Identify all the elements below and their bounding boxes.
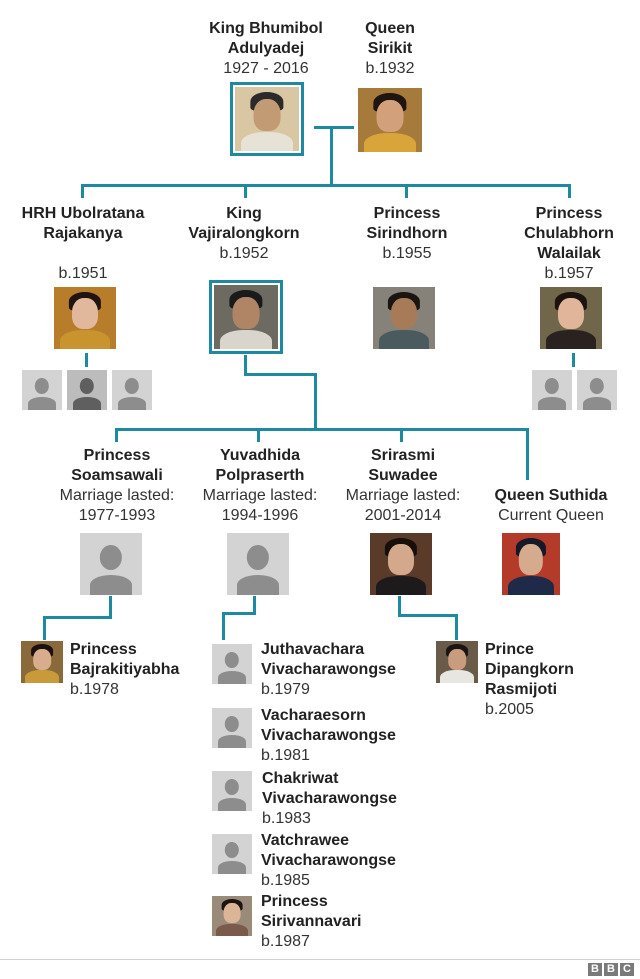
line-sri-child [455, 614, 458, 640]
dipangkorn-dates: b.2005 [485, 701, 534, 718]
line-yuv-down [253, 596, 256, 614]
vacharaesorn-placeholder [212, 708, 252, 748]
drop-srirasmi [400, 428, 403, 442]
line-soam-left [43, 616, 112, 619]
chulabhorn-photo [540, 287, 602, 349]
bbc-logo-letter-2: B [604, 963, 618, 976]
bajrakitiyabha-dates: b.1978 [70, 681, 119, 698]
soamsawali-status: Marriage lasted: [59, 487, 175, 504]
yuvadhida-years: 1994-1996 [221, 507, 299, 524]
srirasmi-status: Marriage lasted: [345, 487, 461, 504]
drop-chulabhorn [568, 184, 571, 198]
ubolratana-child-3-placeholder [112, 370, 152, 410]
bbc-logo-letter-3: C [620, 963, 634, 976]
srirasmi-photo [370, 533, 432, 595]
vajiralongkorn-photo [209, 280, 283, 354]
juthavachara-placeholder [212, 644, 252, 684]
sirindhorn-dates: b.1955 [382, 245, 432, 262]
line-gen1-down [330, 126, 333, 184]
line-gen2-bar [81, 184, 571, 187]
line-soam-child [43, 616, 46, 640]
king-bhumibol-name: King Bhumibol Adulyadej [209, 20, 323, 57]
suthida-status: Current Queen [498, 507, 604, 524]
vatchrawee-placeholder [212, 834, 252, 874]
ubolratana-child-2-placeholder [67, 370, 107, 410]
sirindhorn-photo [373, 287, 435, 349]
marriage-line [314, 126, 354, 129]
yuvadhida-name: Yuvadhida Polpraserth [215, 447, 305, 484]
ubolratana-name: HRH Ubolratana Rajakanya [21, 205, 145, 242]
drop-soamsawali [115, 428, 118, 442]
chulabhorn-name: Princess Chulabhorn Walailak [524, 205, 614, 262]
drop-yuvadhida [257, 428, 260, 442]
vajiralongkorn-dates: b.1952 [219, 245, 269, 262]
soamsawali-name: Princess Soamsawali [71, 447, 163, 484]
drop-suthida [526, 428, 529, 480]
bajrakitiyabha-photo [21, 641, 63, 683]
drop-vajiralongkorn [244, 184, 247, 198]
suthida-name: Queen Suthida [494, 487, 608, 504]
line-king-down2 [314, 373, 317, 429]
dipangkorn-photo [436, 641, 478, 683]
yuvadhida-status: Marriage lasted: [202, 487, 318, 504]
srirasmi-name: Srirasmi Suwadee [368, 447, 438, 484]
chulabhorn-child-2-placeholder [577, 370, 617, 410]
line-yuv-child [222, 612, 225, 640]
drop-ubolratana [81, 184, 84, 198]
juthavachara-dates: b.1979 [261, 681, 310, 698]
dipangkorn-name: Prince Dipangkorn Rasmijoti [485, 641, 574, 698]
drop-ubolratana-children [85, 353, 88, 367]
drop-chulabhorn-children [572, 353, 575, 367]
line-sri-down [398, 596, 401, 616]
vacharaesorn-name: Vacharaesorn Vivacharawongse [261, 707, 396, 744]
srirasmi-years: 2001-2014 [364, 507, 442, 524]
ubolratana-child-1-placeholder [22, 370, 62, 410]
vatchrawee-name: Vatchrawee Vivacharawongse [261, 832, 396, 869]
soamsawali-placeholder [80, 533, 142, 595]
soamsawali-years: 1977-1993 [78, 507, 156, 524]
ubolratana-photo [54, 287, 116, 349]
vatchrawee-dates: b.1985 [261, 872, 310, 889]
queen-sirikit-name: Queen Sirikit [365, 20, 415, 57]
sirivannavari-name: Princess Sirivannavari [261, 893, 362, 930]
footer-divider [0, 959, 640, 960]
chakriwat-dates: b.1983 [262, 810, 311, 827]
line-soam-down [109, 596, 112, 618]
sirivannavari-photo [212, 896, 252, 936]
line-king-down [244, 355, 247, 375]
line-king-right [244, 373, 317, 376]
sirivannavari-dates: b.1987 [261, 933, 310, 950]
suthida-photo [502, 533, 560, 595]
chulabhorn-child-1-placeholder [532, 370, 572, 410]
ubolratana-dates: b.1951 [58, 265, 108, 282]
bbc-logo: B B C [588, 963, 634, 976]
queen-sirikit-photo [358, 88, 422, 152]
vacharaesorn-dates: b.1981 [261, 747, 310, 764]
line-yuv-left [222, 612, 256, 615]
queen-sirikit-dates: b.1932 [365, 60, 415, 77]
line-wives-bar [115, 428, 529, 431]
king-bhumibol-dates: 1927 - 2016 [223, 60, 309, 77]
yuvadhida-placeholder [227, 533, 289, 595]
chakriwat-name: Chakriwat Vivacharawongse [262, 770, 397, 807]
vajiralongkorn-name: King Vajiralongkorn [188, 205, 300, 242]
juthavachara-name: Juthavachara Vivacharawongse [261, 641, 396, 678]
king-bhumibol-photo [230, 82, 304, 156]
bbc-logo-letter-1: B [588, 963, 602, 976]
sirindhorn-name: Princess Sirindhorn [366, 205, 448, 242]
chakriwat-placeholder [212, 771, 252, 811]
chulabhorn-dates: b.1957 [544, 265, 594, 282]
line-sri-right [398, 614, 458, 617]
drop-sirindhorn [405, 184, 408, 198]
bajrakitiyabha-name: Princess Bajrakitiyabha [70, 641, 180, 678]
